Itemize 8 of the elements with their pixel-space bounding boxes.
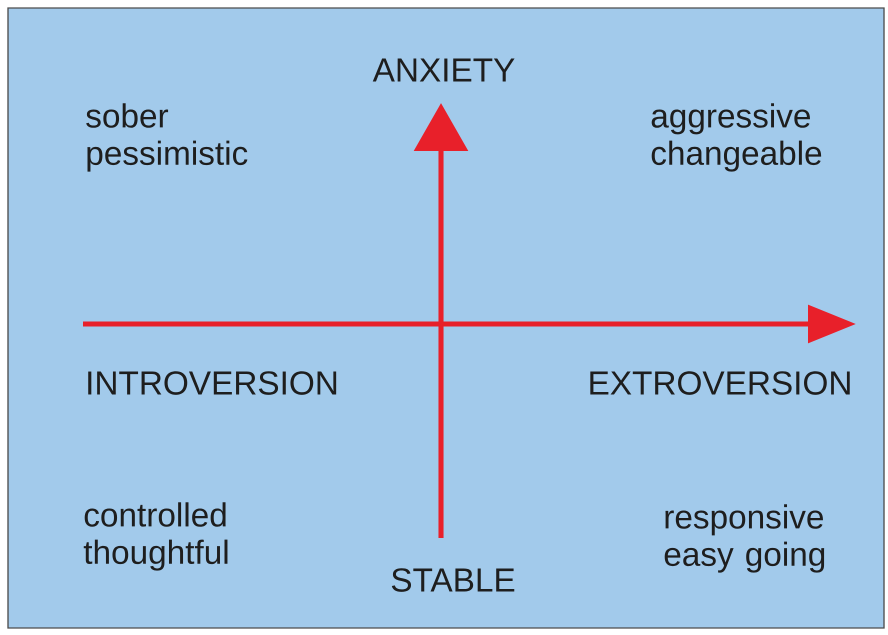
axis-label: ANXIETY <box>372 58 515 82</box>
trait-label: sober pessimistic <box>86 103 248 172</box>
axis-label: STABLE <box>392 568 514 592</box>
trait-label: aggressive changeable <box>652 103 822 172</box>
trait-label: controlled thoughtful <box>84 502 228 571</box>
axis-label: INTROVERSION <box>88 371 336 395</box>
trait-label: responsive easy going <box>664 504 824 573</box>
axis-label: EXTROVERSION <box>590 371 850 395</box>
